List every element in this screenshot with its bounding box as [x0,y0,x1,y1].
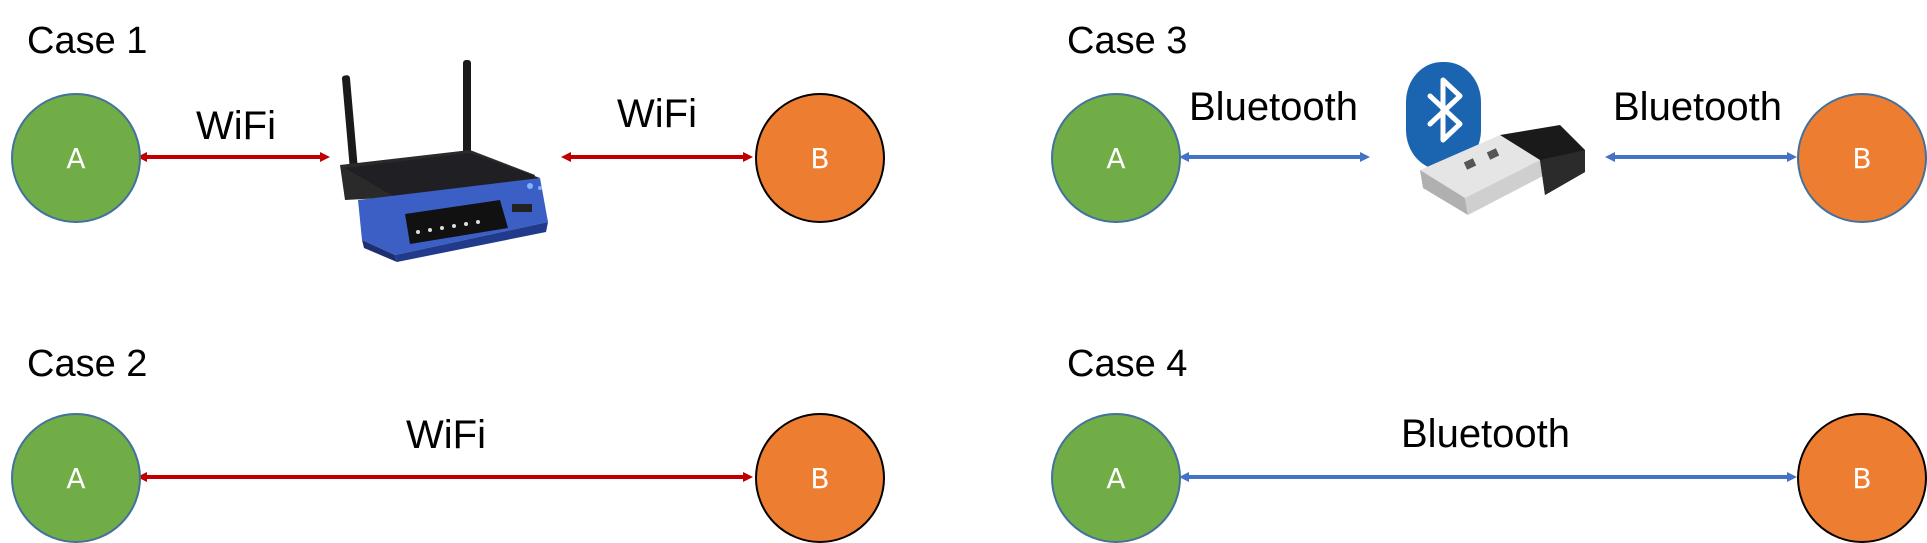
node-a-label: A [66,141,86,175]
case2-node-a: A [11,413,141,543]
case1-node-b: B [755,93,885,223]
case-4-title: Case 4 [1067,343,1188,385]
node-a-label: A [1106,141,1126,175]
case-2-title: Case 2 [27,343,148,385]
case1-node-a: A [11,93,141,223]
case3-link-label-right: Bluetooth [1613,85,1783,129]
node-b-label: B [810,461,830,495]
case4-node-a: A [1051,413,1181,543]
node-b-label: B [1852,141,1872,175]
case3-link-label-left: Bluetooth [1189,85,1359,129]
case4-link-label: Bluetooth [1401,412,1571,456]
node-a-label: A [1106,461,1126,495]
node-a-label: A [66,461,86,495]
case1-link-label-right: WiFi [617,92,697,136]
case3-node-b: B [1797,93,1927,223]
case-3-title: Case 3 [1067,20,1188,62]
case2-node-b: B [755,413,885,543]
node-b-label: B [1852,461,1872,495]
case3-node-a: A [1051,93,1181,223]
bluetooth-dongle-icon [1406,62,1585,215]
case4-node-b: B [1797,413,1927,543]
case1-link-label-left: WiFi [196,104,276,148]
node-b-label: B [810,141,830,175]
case-1-title: Case 1 [27,20,148,62]
case2-link-label: WiFi [406,413,486,457]
router-icon [340,60,548,262]
